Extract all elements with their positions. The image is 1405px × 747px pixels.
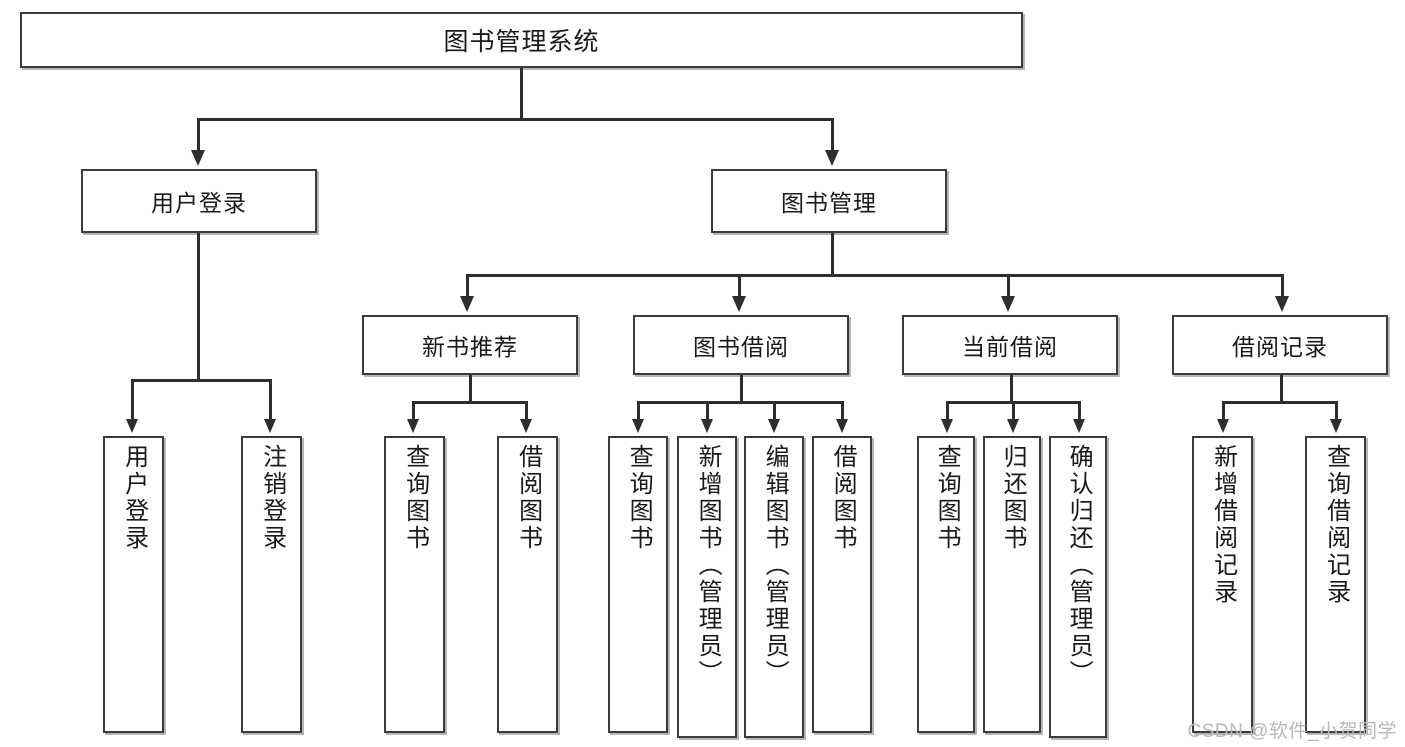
node-label: 确认归还（管理员） (1065, 444, 1093, 687)
arrow-to-leaf-book-borrow-3 (836, 419, 848, 433)
connector-book-borrow-stem (740, 375, 743, 404)
arrow-to-leaf-book-borrow-1 (701, 419, 713, 433)
node-label: 查询图书 (401, 444, 429, 552)
connector-new-book-drop-1 (412, 401, 415, 421)
leaf-borrow-record-0[interactable]: 新增借阅记录 (1192, 436, 1253, 733)
node-label: 图书管理 (781, 190, 877, 216)
node-label: 借阅记录 (1232, 334, 1328, 360)
leaf-book-borrow-3[interactable]: 借阅图书 (812, 436, 872, 733)
node-label: 新书推荐 (422, 334, 518, 360)
connector-book-manage-drop-1 (466, 274, 469, 298)
connector-book-manage-drop-2 (738, 274, 741, 298)
node-book-manage[interactable]: 图书管理 (711, 169, 947, 233)
connector-book-manage-stem (831, 233, 834, 277)
leaf-current-borrow-0[interactable]: 查询图书 (917, 436, 975, 733)
node-label: 借阅图书 (829, 444, 857, 552)
leaf-book-borrow-0[interactable]: 查询图书 (608, 436, 668, 733)
connector-user-login-bar (131, 379, 269, 382)
node-label: 图书管理系统 (443, 28, 600, 56)
arrow-to-leaf-current-borrow-0 (941, 419, 953, 433)
node-label: 新增借阅记录 (1209, 444, 1237, 606)
connector-book-borrow-drop-4 (841, 401, 844, 421)
connector-new-book-stem (469, 375, 472, 404)
node-label: 借阅图书 (514, 444, 542, 552)
connector-borrow-record-bar (1222, 401, 1338, 404)
node-label: 注销登录 (258, 444, 286, 552)
leaf-current-borrow-2[interactable]: 确认归还（管理员） (1049, 436, 1107, 738)
connector-current-borrow-drop-2 (1012, 401, 1015, 421)
node-label: 查询图书 (933, 444, 961, 552)
connector-book-borrow-drop-2 (706, 401, 709, 421)
connector-current-borrow-stem (1010, 375, 1013, 404)
node-new-book[interactable]: 新书推荐 (362, 315, 578, 375)
arrow-to-leaf-borrow-record-1 (1330, 419, 1342, 433)
connector-root-drop-1 (197, 118, 200, 152)
arrow-to-leaf-borrow-record-0 (1217, 419, 1229, 433)
arrow-to-leaf-new-book-1 (520, 419, 532, 433)
node-label: 归还图书 (999, 444, 1027, 552)
connector-book-manage-bar (466, 274, 1284, 277)
node-borrow-record[interactable]: 借阅记录 (1172, 315, 1388, 375)
leaf-user-login-1[interactable]: 注销登录 (241, 436, 302, 733)
connector-user-login-drop-1 (131, 379, 134, 421)
connector-root-stem (520, 68, 523, 120)
arrow-to-leaf-user-login-0 (126, 419, 138, 433)
connector-borrow-record-drop-2 (1335, 401, 1338, 421)
node-label: 用户登录 (151, 190, 247, 216)
connector-user-login-stem (197, 233, 200, 382)
leaf-new-book-0[interactable]: 查询图书 (384, 436, 445, 733)
connector-new-book-drop-2 (525, 401, 528, 421)
connector-new-book-bar (412, 401, 528, 404)
node-label: 图书借阅 (693, 334, 789, 360)
leaf-book-borrow-1[interactable]: 新增图书（管理员） (677, 436, 737, 738)
node-label: 用户登录 (120, 444, 148, 552)
node-current-borrow[interactable]: 当前借阅 (902, 315, 1118, 375)
arrow-to-leaf-book-borrow-0 (632, 419, 644, 433)
connector-book-borrow-bar (637, 401, 841, 404)
connector-current-borrow-drop-3 (1078, 401, 1081, 421)
arrow-to-leaf-new-book-0 (407, 419, 419, 433)
connector-root-drop-2 (831, 118, 834, 152)
arrow-to-book-borrow (732, 296, 746, 312)
arrow-to-new-book (460, 296, 474, 312)
arrow-to-leaf-current-borrow-2 (1073, 419, 1085, 433)
arrow-to-book-manage (825, 150, 839, 166)
connector-book-manage-drop-3 (1007, 274, 1010, 298)
connector-book-borrow-drop-3 (773, 401, 776, 421)
connector-borrow-record-drop-1 (1222, 401, 1225, 421)
leaf-borrow-record-1[interactable]: 查询借阅记录 (1305, 436, 1366, 733)
node-root-system[interactable]: 图书管理系统 (20, 12, 1023, 68)
arrow-to-leaf-current-borrow-1 (1007, 419, 1019, 433)
node-user-login[interactable]: 用户登录 (81, 169, 317, 233)
connector-book-borrow-drop-1 (637, 401, 640, 421)
connector-user-login-drop-2 (269, 379, 272, 421)
node-label: 当前借阅 (962, 334, 1058, 360)
connector-borrow-record-stem (1280, 375, 1283, 404)
arrow-to-leaf-user-login-1 (264, 419, 276, 433)
leaf-current-borrow-1[interactable]: 归还图书 (983, 436, 1041, 733)
node-label: 查询图书 (625, 444, 653, 552)
connector-current-borrow-drop-1 (946, 401, 949, 421)
node-label: 编辑图书（管理员） (761, 444, 789, 687)
leaf-new-book-1[interactable]: 借阅图书 (497, 436, 558, 733)
arrow-to-current-borrow (1001, 296, 1015, 312)
node-book-borrow[interactable]: 图书借阅 (633, 315, 849, 375)
node-label: 新增图书（管理员） (694, 444, 722, 687)
connector-root-bar (197, 118, 834, 121)
connector-book-manage-drop-4 (1281, 274, 1284, 298)
leaf-user-login-0[interactable]: 用户登录 (103, 436, 164, 733)
arrow-to-borrow-record (1275, 296, 1289, 312)
node-label: 查询借阅记录 (1322, 444, 1350, 606)
leaf-book-borrow-2[interactable]: 编辑图书（管理员） (744, 436, 804, 738)
arrow-to-leaf-book-borrow-2 (768, 419, 780, 433)
arrow-to-user-login (191, 150, 205, 166)
